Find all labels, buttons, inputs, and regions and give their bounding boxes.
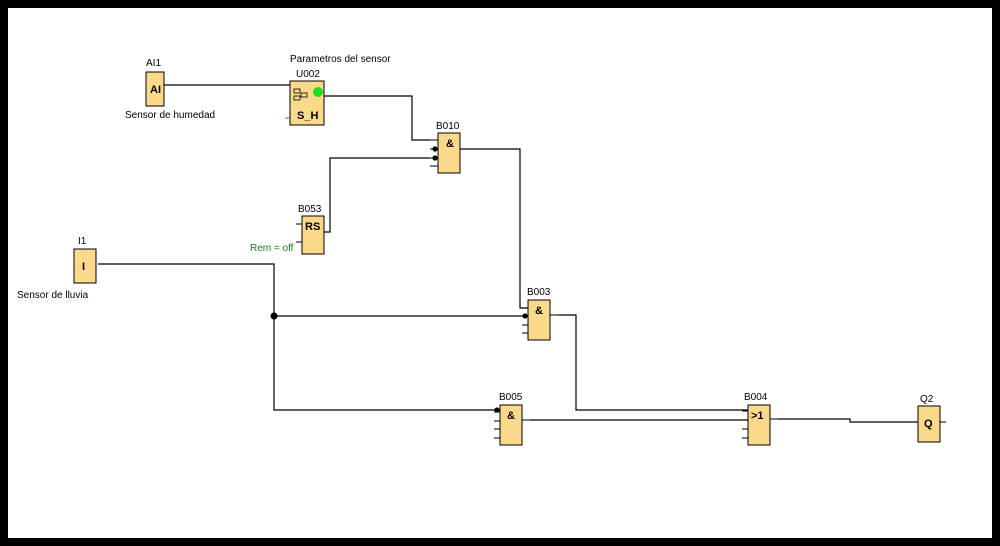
block-i1-body[interactable] [73,248,97,284]
block-b004-name: B004 [744,392,768,403]
block-u002-symbol: S_H [297,110,318,122]
block-b010[interactable]: B010 & [430,121,461,174]
wire-b053-b010 [324,157,430,233]
block-b004-symbol: >1 [751,410,764,422]
logic-diagram: AI1 AI Sensor de humedad Parametros del … [17,54,946,446]
block-b005-body[interactable] [499,404,523,446]
block-b005-name: B005 [499,392,523,403]
block-b003[interactable]: B003 & [522,287,558,341]
block-b004[interactable]: B004 >1 [742,392,778,446]
block-b005-symbol: & [507,410,515,422]
block-u002[interactable]: Parametros del sensor U002 S_H [285,54,391,126]
block-b053-body[interactable] [301,215,325,255]
wire-b003-b004 [558,314,748,411]
block-ai1-caption: Sensor de humedad [125,110,215,121]
block-b005-negation-dot [494,407,500,413]
block-i1-caption: Sensor de lluvia [17,290,89,301]
block-ai1-name: AI1 [146,58,161,69]
wire-junction-b005 [273,316,500,411]
block-b010-body[interactable] [437,132,461,174]
block-b053-name: B053 [298,204,322,215]
block-b003-negation-dot [522,313,528,319]
diagram-canvas: AI1 AI Sensor de humedad Parametros del … [8,8,992,538]
block-b010-negation-dot [432,146,438,152]
wire-i1-junction [98,263,275,316]
block-b010-symbol: & [446,138,454,150]
wire-b010-b003 [460,148,528,309]
sensor-params-icon [293,88,308,101]
block-b053[interactable]: B053 RS Rem = off [250,204,325,255]
status-dot-icon [313,87,323,97]
block-b053-note: Rem = off [250,243,294,254]
block-b003-name: B003 [527,287,551,298]
block-q2-body[interactable] [917,405,941,443]
block-u002-caption: Parametros del sensor [290,54,391,65]
block-b053-symbol: RS [305,221,320,233]
block-b003-symbol: & [535,305,543,317]
block-b010-negation-dot [432,155,438,161]
wire-junction-dot [270,312,278,320]
wire-u002-b010 [324,95,430,141]
block-b004-body[interactable] [747,404,771,446]
block-b003-body[interactable] [527,299,551,341]
block-i1-name: I1 [78,236,87,247]
block-ai1[interactable]: AI1 AI Sensor de humedad [125,58,215,121]
wire-b004-q2 [778,418,918,423]
block-b005[interactable]: B005 & [494,392,530,446]
block-ai1-body[interactable] [145,71,165,107]
block-q2-symbol: Q [924,418,933,430]
block-i1[interactable]: I1 I Sensor de lluvia [17,236,97,301]
block-q2[interactable]: Q2 Q [917,394,946,443]
block-q2-name: Q2 [920,394,934,405]
block-ai1-symbol: AI [150,84,161,96]
block-i1-symbol: I [82,261,85,273]
block-b010-name: B010 [436,121,460,132]
block-u002-name: U002 [296,69,320,80]
